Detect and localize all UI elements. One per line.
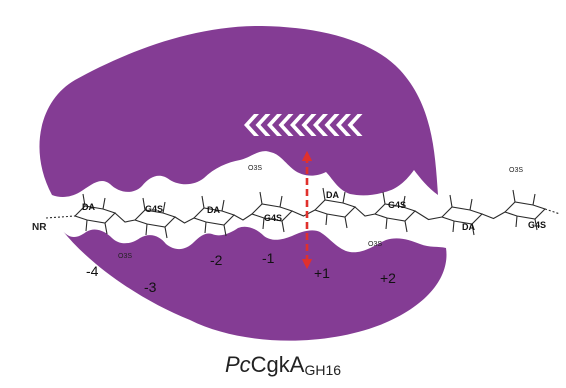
sugar-substituents (259, 191, 285, 233)
glycosidic-bond (174, 216, 195, 224)
sugar-label-g4s-3: G4S (388, 200, 406, 210)
sugar-substituents (449, 194, 475, 236)
subsite-label-minus4: -4 (86, 263, 99, 279)
subsite-label-minus2: -2 (210, 252, 223, 268)
oligosaccharide-chain (45, 187, 561, 239)
sugar-ring (73, 205, 117, 224)
enzyme-upper-lobe (39, 25, 439, 197)
subsite-label-minus1: -1 (262, 250, 275, 266)
sugar-label-g4s-4: G4S (528, 220, 546, 230)
enzyme-name-italic: Pc (224, 352, 251, 377)
sugar-substituents (322, 187, 348, 229)
sugar-label-g4s-2: G4S (264, 213, 282, 223)
sugar-label-da-3: DA (326, 190, 339, 200)
chevron-left-icon (244, 114, 363, 136)
sulfate-label-2: O3S (118, 253, 132, 260)
glycosidic-bond (233, 213, 253, 221)
sugar-label-g4s-1: G4S (145, 204, 163, 214)
nonreducing-end-label: NR (32, 222, 47, 233)
enzyme-name-subscript: GH16 (304, 362, 342, 378)
chevron-mark (278, 114, 294, 136)
chain-end-bond (45, 215, 76, 219)
sulfate-label-1: O3S (248, 165, 262, 172)
enzyme-lower-lobe (62, 226, 447, 341)
chevron-mark (244, 114, 259, 136)
subsite-label-plus1: +1 (314, 265, 330, 281)
sugar-label-da-4: DA (462, 222, 475, 232)
chain-end-bond (544, 208, 561, 215)
chevron-mark (290, 114, 305, 136)
sugar-label-da-2: DA (207, 205, 220, 215)
sugar-ring (313, 199, 357, 218)
glycosidic-bond (114, 212, 136, 223)
sugar-substituents (201, 195, 227, 237)
sugar-label-da-1: DA (82, 202, 95, 212)
subsite-label-minus3: -3 (144, 279, 157, 295)
glycosidic-bond (481, 211, 506, 220)
enzyme-name-caption: PcCgkAGH16 (0, 352, 566, 378)
sulfate-label-3: O3S (368, 241, 382, 248)
sugar-substituents (82, 193, 108, 235)
chevron-mark (313, 114, 328, 136)
chevron-mark (324, 114, 340, 136)
sugar-ring (503, 201, 547, 220)
chevron-mark (267, 114, 282, 136)
chevron-mark (336, 114, 351, 136)
subsite-label-plus2: +2 (380, 270, 396, 286)
glycosidic-bond (291, 209, 316, 217)
sulfate-label-4: O3S (509, 167, 523, 174)
chevron-mark (255, 114, 271, 136)
glycosidic-bond (354, 206, 376, 217)
chevron-mark (347, 114, 363, 136)
sugar-substituents (382, 191, 408, 233)
sugar-substituents (142, 197, 168, 239)
enzyme-name-main: CgkA (250, 352, 305, 377)
sugar-substituents (512, 189, 538, 231)
glycosidic-bond (414, 210, 443, 221)
chevron-mark (301, 114, 317, 136)
